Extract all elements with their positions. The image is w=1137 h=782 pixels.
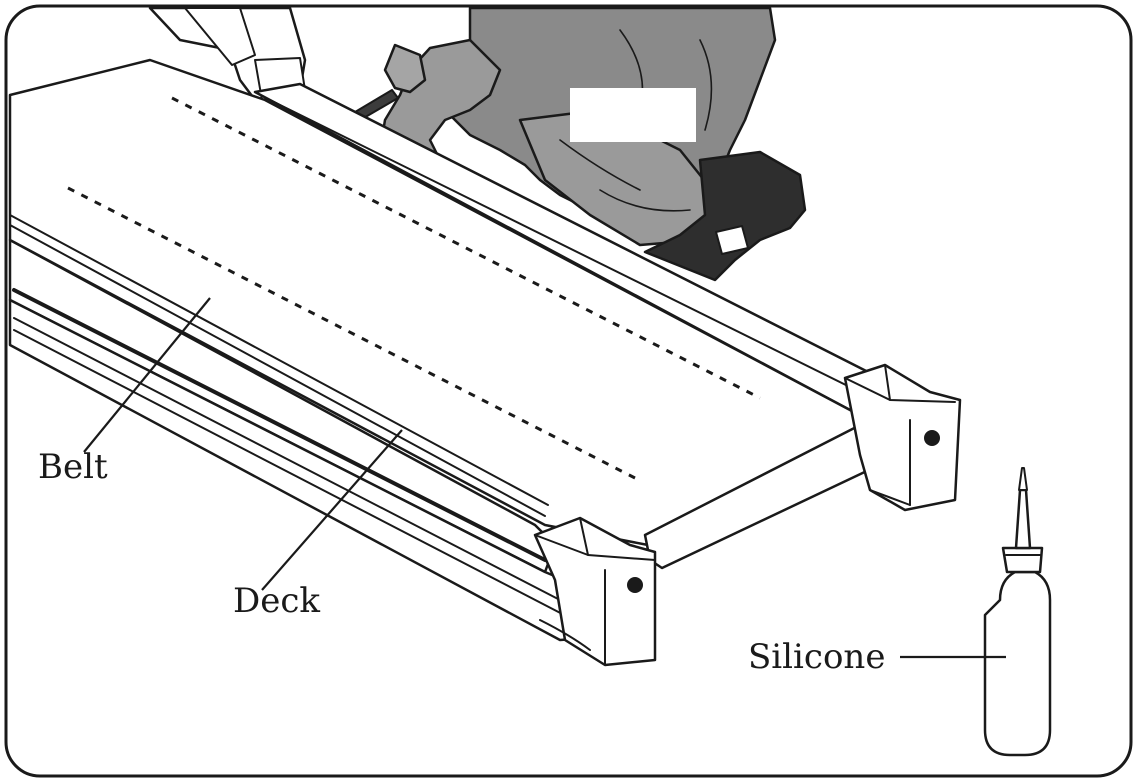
lube-line-upper — [171, 96, 761, 400]
treadmill-console-upright — [148, 6, 307, 102]
silicone-bottle-icon — [983, 467, 1052, 757]
end-cap-bolt-icon — [924, 430, 940, 446]
belt-label: Belt — [38, 447, 108, 487]
deck-leader-line — [261, 429, 403, 591]
kneeling-person-figure — [344, 6, 807, 282]
deck-label: Deck — [233, 581, 320, 621]
belt-leader-line — [83, 297, 211, 453]
deck-callout: Deck — [233, 429, 403, 621]
lube-line-lower — [67, 186, 636, 480]
belt-callout: Belt — [38, 297, 211, 487]
end-cap-bolt-icon — [627, 577, 643, 593]
treadmill-body — [8, 58, 962, 667]
right-end-cap — [843, 363, 962, 512]
silicone-label: Silicone — [748, 637, 885, 677]
shoe-icon — [643, 150, 807, 282]
left-end-cap — [533, 516, 657, 667]
silicone-callout: Silicone — [748, 637, 1006, 677]
blank-label-patch — [570, 88, 696, 142]
